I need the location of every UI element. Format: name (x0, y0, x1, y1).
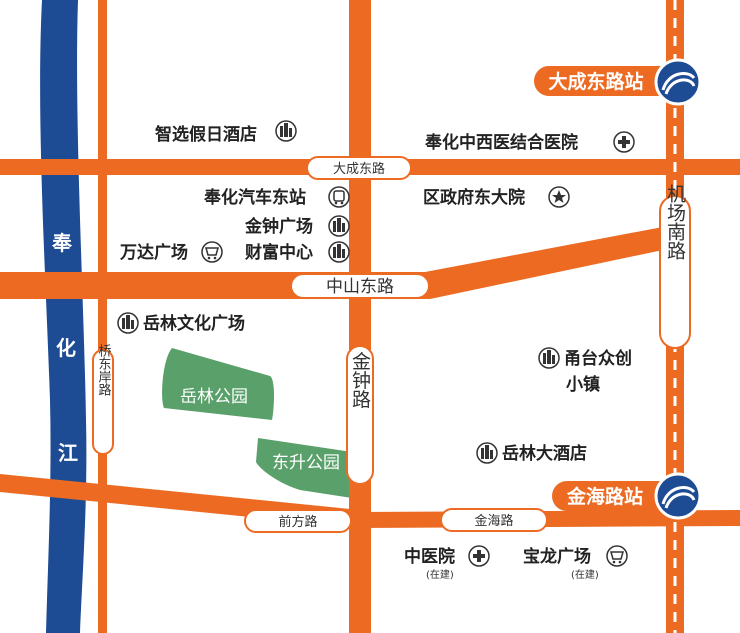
building-icon (117, 312, 139, 334)
poi-bus-station[interactable]: 奉化汽车东站 (203, 186, 350, 208)
park-dongsheng-label: 东升公园 (272, 453, 340, 473)
station-dacheng-east[interactable]: 大成东路站 (534, 58, 702, 106)
poi-zhixuan-hotel[interactable]: 智选假日酒店 (155, 120, 297, 145)
building-icon (328, 215, 350, 237)
road-label-zhongshan: 中山东路 (290, 273, 430, 299)
road-label-jinhai: 金海路 (440, 508, 548, 532)
building-icon (476, 442, 498, 464)
svg-text:桥东岸路: 桥东岸路 (96, 344, 112, 396)
svg-text:万达广场: 万达广场 (119, 242, 188, 263)
poi-baolong-plaza[interactable]: 宝龙广场 (在建) (523, 545, 628, 581)
svg-text:大成东路: 大成东路 (333, 161, 385, 177)
park-dongsheng (256, 438, 352, 498)
metro-logo-icon (654, 58, 702, 106)
poi-yuelin-culture[interactable]: 岳林文化广场 (117, 312, 245, 334)
river-label-1: 奉 (51, 231, 73, 255)
svg-text:金钟广场: 金钟广场 (244, 216, 313, 237)
poi-tcm-hospital[interactable]: 奉化中西医结合医院 (424, 131, 635, 153)
road-label-jinzhong: 金钟路 (346, 345, 374, 485)
svg-text:奉化汽车东站: 奉化汽车东站 (203, 187, 306, 208)
metro-logo-icon (654, 472, 702, 520)
svg-text:岳林文化广场: 岳林文化广场 (143, 313, 245, 334)
svg-text:岳林大酒店: 岳林大酒店 (502, 443, 587, 464)
svg-text:(在建): (在建) (571, 568, 599, 581)
poi-wanda-plaza[interactable]: 万达广场 (119, 241, 223, 263)
hospital-icon (613, 131, 635, 153)
star-icon (548, 186, 570, 208)
svg-text:中山东路: 中山东路 (326, 277, 394, 297)
svg-text:宝龙广场: 宝龙广场 (523, 546, 591, 567)
poi-jinzhong-plaza[interactable]: 金钟广场 (244, 215, 350, 237)
poi-yongtai-town[interactable]: 甬台众创 小镇 (538, 347, 632, 395)
svg-text:甬台众创: 甬台众创 (564, 348, 632, 369)
bus-icon (328, 186, 350, 208)
road-label-dacheng: 大成东路 (306, 156, 412, 180)
svg-text:中医院: 中医院 (404, 546, 455, 567)
building-icon (328, 241, 350, 263)
svg-text:财富中心: 财富中心 (244, 242, 313, 263)
poi-district-gov[interactable]: 区政府东大院 (423, 186, 570, 208)
hospital-icon (468, 545, 490, 567)
svg-text:区政府东大院: 区政府东大院 (423, 187, 525, 208)
svg-text:前方路: 前方路 (278, 514, 317, 530)
shopping-icon (606, 545, 628, 567)
svg-text:金海路站: 金海路站 (566, 485, 643, 508)
svg-text:小镇: 小镇 (566, 374, 600, 395)
building-icon (538, 347, 560, 369)
road-label-jichang: 机场南路 (659, 184, 691, 349)
road-label-qiaodongan: 桥东岸路 (92, 344, 114, 455)
river-label-3: 江 (58, 441, 78, 465)
road-label-qianfang: 前方路 (244, 509, 352, 533)
park-yuelin-label: 岳林公园 (180, 387, 248, 407)
station-jinhai[interactable]: 金海路站 (552, 472, 702, 520)
svg-text:智选假日酒店: 智选假日酒店 (155, 124, 257, 145)
svg-text:金钟路: 金钟路 (349, 351, 371, 408)
poi-tcm-new[interactable]: 中医院 (在建) (404, 545, 490, 581)
svg-text:(在建): (在建) (426, 568, 454, 581)
park-yuelin (162, 348, 274, 420)
poi-wealth-center[interactable]: 财富中心 (244, 241, 350, 263)
river-label-2: 化 (56, 336, 76, 360)
svg-text:金海路: 金海路 (474, 513, 513, 529)
building-icon (275, 120, 297, 142)
poi-yuelin-hotel[interactable]: 岳林大酒店 (476, 442, 587, 464)
river (40, 0, 87, 633)
svg-text:奉化中西医结合医院: 奉化中西医结合医院 (424, 132, 578, 153)
shopping-icon (201, 241, 223, 263)
svg-text:大成东路站: 大成东路站 (548, 70, 643, 93)
svg-text:机场南路: 机场南路 (664, 184, 686, 260)
